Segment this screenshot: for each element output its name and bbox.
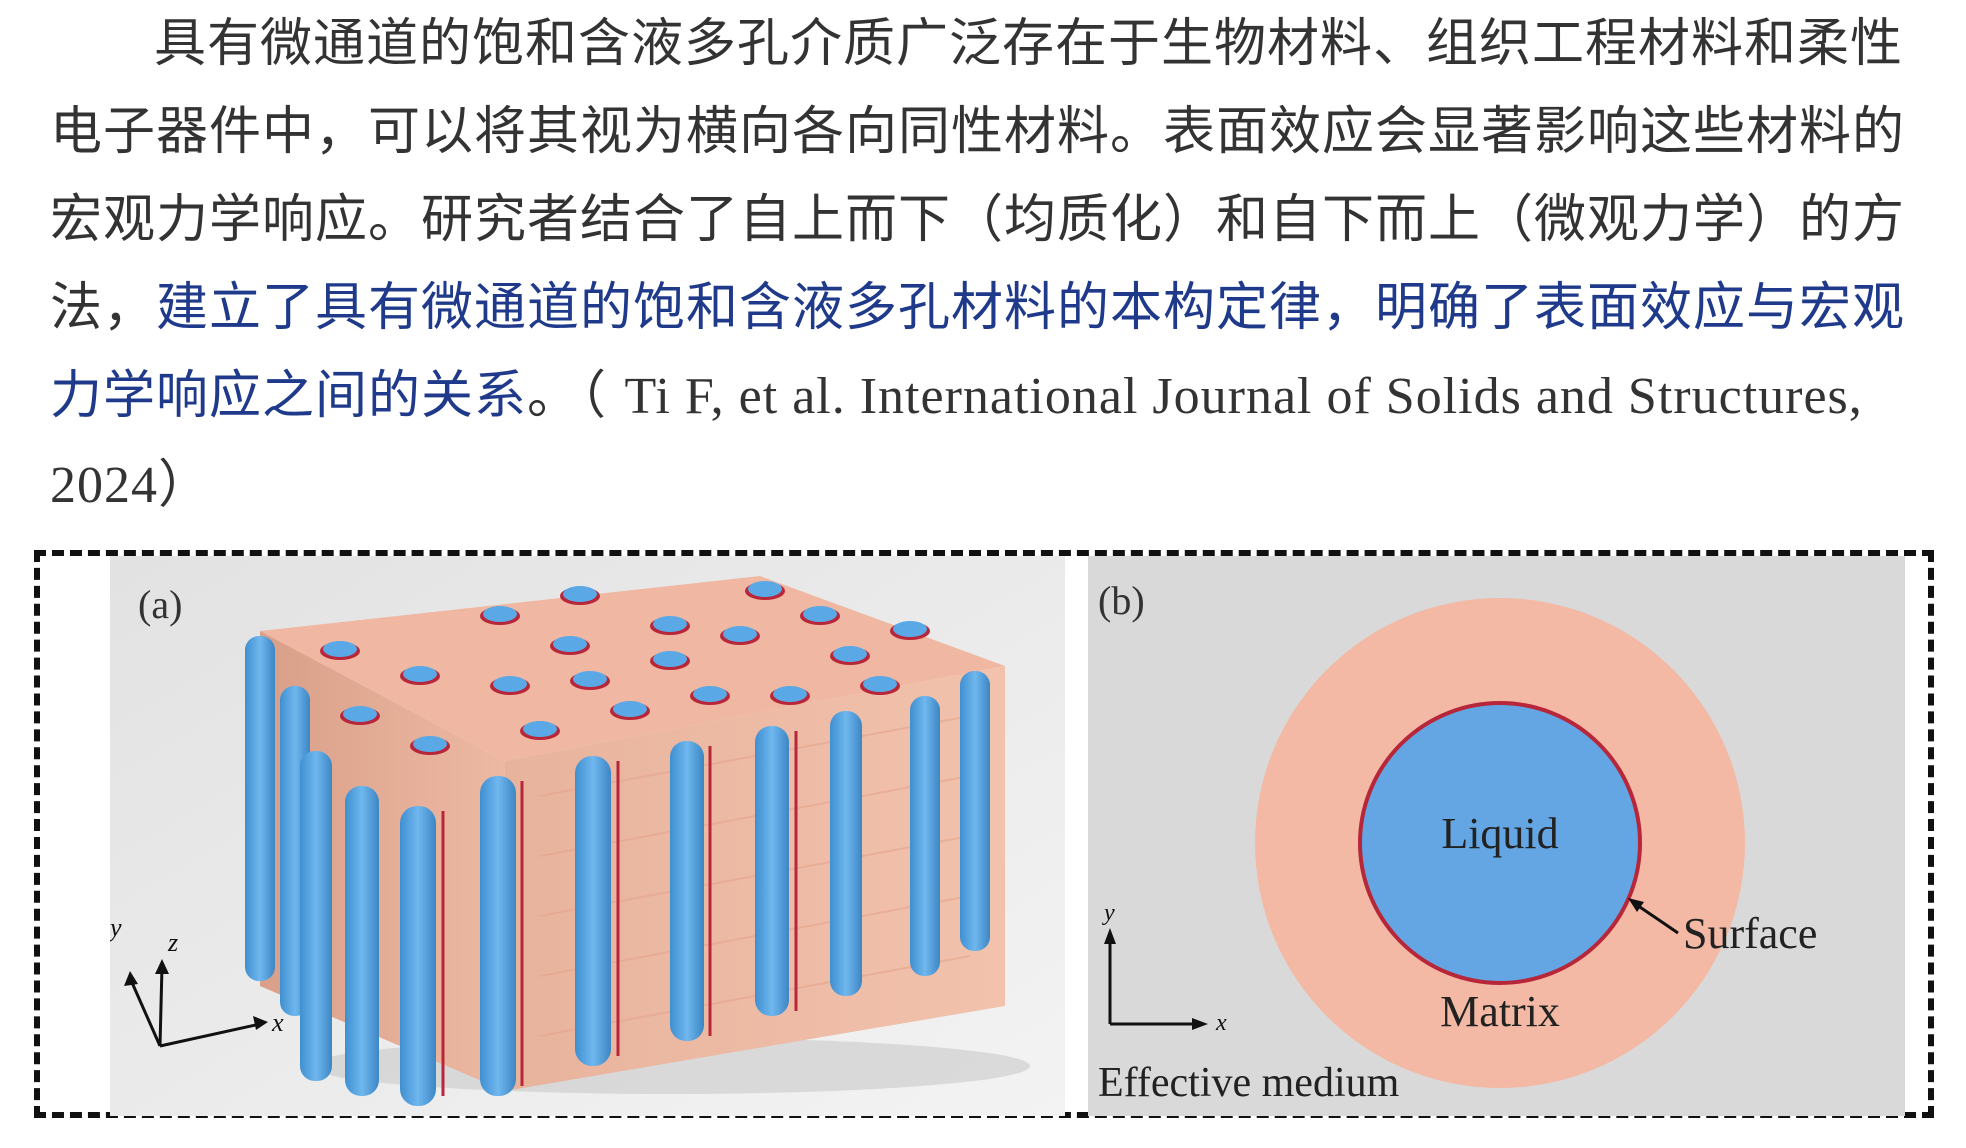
axis-arrow-y	[124, 971, 138, 986]
panel-a-axis-y: y	[110, 913, 122, 942]
surface-pointer	[1633, 901, 1679, 935]
panel-b-axis-y: y	[1102, 900, 1115, 926]
surface-label: Surface	[1683, 909, 1817, 958]
panel-b-axis-x-arrow	[1192, 1018, 1208, 1030]
paragraph-close: ）	[158, 455, 212, 515]
panel-a-illustration: y z x (a)	[110, 556, 1065, 1116]
panel-b-axis-y-arrow	[1104, 928, 1116, 944]
paragraph-highlight: 建立了具有微通道的饱和含液多孔材料的本构定律，明确了表面效应与宏观力学响应之间的…	[50, 278, 1906, 426]
panel-a-axis-z: z	[167, 928, 178, 957]
axis-arrow-z	[155, 959, 169, 974]
matrix-label: Matrix	[1440, 987, 1560, 1036]
panel-a-axes	[128, 965, 261, 1048]
axis-arrow-x	[253, 1016, 268, 1030]
top-channel-openings	[320, 581, 930, 755]
liquid-label: Liquid	[1441, 809, 1558, 858]
panel-b-illustration: Liquid Matrix Surface y x Effective medi…	[1088, 556, 1905, 1116]
panel-a-label: (a)	[138, 582, 182, 627]
panel-b-label: (b)	[1098, 578, 1145, 623]
liquid-core	[1358, 701, 1642, 985]
effective-medium-label: Effective medium	[1098, 1060, 1400, 1106]
surface-pointer-head	[1628, 898, 1644, 912]
reference-citation: Ti F, et al. International Journal of So…	[50, 368, 1863, 514]
panel-b-axis-x: x	[1215, 1010, 1227, 1036]
paragraph-tail: 。（	[527, 366, 625, 426]
channel-fibers	[245, 636, 990, 1106]
paragraph-intro: 具有微通道的饱和含液多孔介质广泛存在于生物材料、组织工程材料和柔性电子器件中，可…	[50, 14, 1906, 338]
figure-frame: y z x (a) Liquid Matrix Surface y x Effe…	[34, 550, 1934, 1118]
fiber-surface-lines	[441, 731, 798, 1096]
panel-a-axis-x: x	[271, 1008, 284, 1037]
body-paragraph: 具有微通道的饱和含液多孔介质广泛存在于生物材料、组织工程材料和柔性电子器件中，可…	[50, 0, 1940, 530]
